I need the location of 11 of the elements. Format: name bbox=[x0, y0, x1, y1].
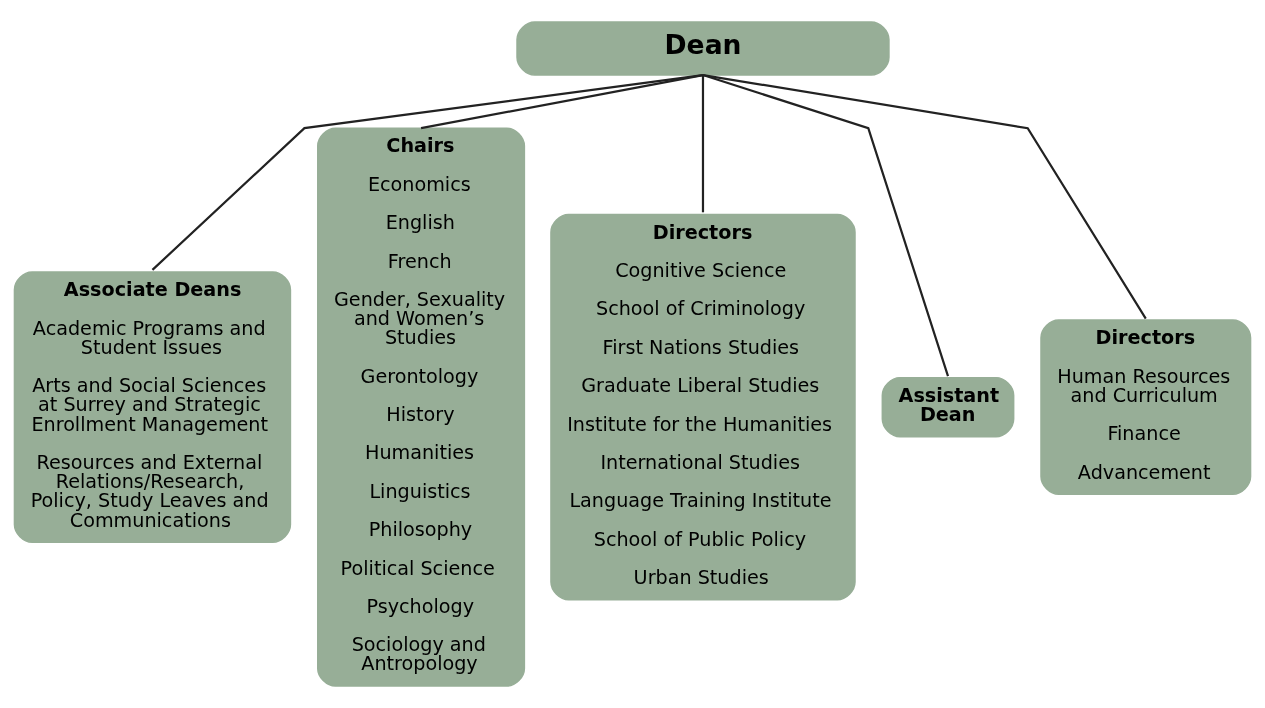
connector bbox=[151, 73, 704, 271]
connector bbox=[702, 74, 950, 377]
node-box: Dean bbox=[516, 21, 890, 76]
node-box: Directors Human Resources and Curriculum Finance Advancement bbox=[1040, 319, 1252, 495]
node-box: Associate Deans Academic Programs and Student Issues Arts and Social Sciences at Surrey and Strategic Enrollment Management Resources and External Relations/Research, Policy, Study Leaves and Communications bbox=[13, 271, 292, 543]
node-box: Assistant Dean bbox=[881, 376, 1015, 438]
connector bbox=[420, 73, 704, 130]
connector bbox=[701, 75, 705, 213]
node-box: Chairs Economics English French Gender, Sexuality and Women’s Studies Gerontology History Humanities Linguistics Philosophy Political Science Psychology Sociology and Antropology bbox=[317, 127, 526, 687]
connector bbox=[702, 73, 1147, 320]
node-box: Directors Cognitive Science School of Criminology First Nations Studies Graduate Liberal Studies Institute for the Humanities International Studies Language Training Institute School of Public Policy Urban Studies bbox=[550, 213, 856, 601]
